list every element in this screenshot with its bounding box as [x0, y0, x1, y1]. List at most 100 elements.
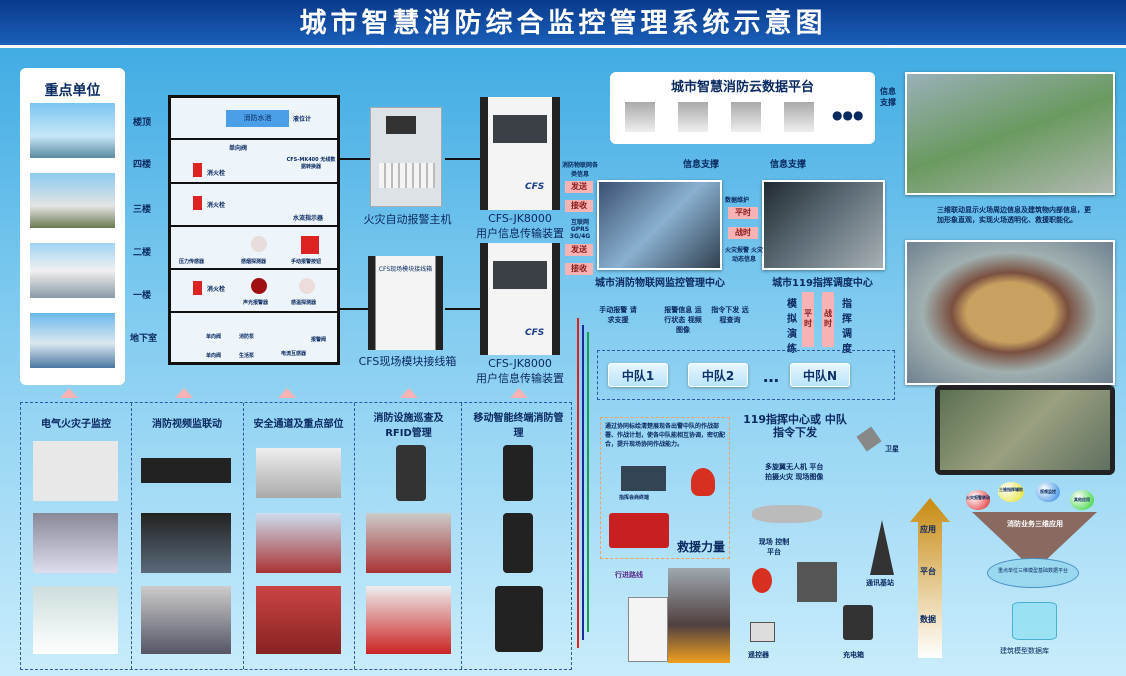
receive-arrow: 接收 [565, 263, 593, 275]
cloud-platform: 城市智慧消防云数据平台 ●●● [610, 72, 875, 144]
sphere-icon: 视频监控 [1036, 482, 1060, 502]
manual-button-icon [301, 236, 319, 254]
server-icon [625, 102, 655, 132]
brand-logo: CFS [525, 328, 545, 338]
squad-1[interactable]: 中队1 [608, 363, 668, 387]
subsystems-panel: 电气火灾子监控 消防视频监联动 安全通道及重点部位 消防设施巡查及RFID管理 … [20, 402, 572, 670]
alarm-host-label: 火灾自动报警主机 [363, 213, 452, 226]
fire-alarm-info-label: 火灾报警 火灾动态信息 [724, 247, 764, 263]
pressure-sensor-label: 压力传感器 [179, 259, 205, 265]
peacetime-arrow: 平时 [802, 292, 814, 347]
iot-info-label: 消防物联网各类信息 [562, 162, 599, 178]
hydrant-icon [193, 281, 202, 295]
route-label: 行进路线 [615, 571, 643, 579]
sphere-label: 视频监控 [1040, 489, 1056, 494]
check-valve-label: 单向阀 [229, 145, 248, 152]
wartime-arrow: 战时 [728, 227, 758, 239]
sphere-icon: 火灾报警联动 [966, 490, 990, 510]
monitor-center-photo [597, 180, 722, 270]
sphere-label: 其他应用 [1074, 497, 1090, 502]
info-support-label: 信息支撑 [770, 160, 807, 170]
cloud-title: 城市智慧消防云数据平台 [670, 80, 814, 95]
building-diagram: 楼顶 四楼 三楼 二楼 一楼 地下室 消防水池 液位计 单向阀 CFS-MK40… [130, 95, 340, 365]
sphere-label: 三维指挥辅助 [999, 487, 1023, 492]
remote-controller-icon [750, 622, 775, 642]
squad-ellipsis: … [763, 367, 779, 386]
subsystem-photo [33, 586, 118, 654]
wartime-arrow: 战时 [822, 292, 834, 347]
firefighter-icon [691, 468, 715, 496]
floor-label: 二楼 [133, 248, 152, 258]
jk8000-desc: 用户信息传输装置 [476, 372, 564, 385]
fire-pump-label: 消防泵 [239, 334, 255, 340]
subsystem-photo [141, 513, 231, 573]
manual-button-label: 手动报警按钮 [291, 259, 322, 265]
rfid-device [396, 445, 426, 501]
database-icon [1012, 602, 1057, 640]
flow-indicator-label: 水流指示器 [293, 215, 324, 222]
subsystem-photo [141, 586, 231, 654]
send-arrow: 发送 [565, 244, 593, 256]
key-units-panel: 重点单位 [20, 68, 125, 385]
jk8000-name: CFS-JK8000 [488, 212, 552, 225]
smoke-detector-label: 感烟探测器 [241, 259, 267, 265]
subsystem-safety-passage: 安全通道及重点部位 [253, 419, 344, 430]
subsystem-photo [33, 441, 118, 501]
receive-arrow: 接收 [565, 200, 593, 212]
rescue-box: 通过协同标绘清楚展现各出警中队的作战部署、作战计划，使各中队能相互协调，密切配合… [600, 417, 730, 559]
alarm-valve-label: 报警阀 [311, 337, 327, 343]
mk400-label: CFS-MK400 无线数据转换器 [286, 157, 336, 170]
command-label: 指令下发 远程查询 [711, 306, 749, 324]
db-label: 建筑模型数据库 [1000, 647, 1049, 655]
control-platform-icon [797, 562, 837, 602]
water-tank: 消防水池 [226, 110, 289, 127]
current-transformer-label: 电流互感器 [281, 351, 307, 357]
levels-arrow [910, 498, 950, 658]
squad-n[interactable]: 中队N [790, 363, 850, 387]
charger-label: 充电箱 [843, 651, 864, 659]
sphere-label: 火灾报警联动 [966, 495, 990, 500]
unit-photo [30, 313, 115, 368]
subsystem-video-linkage: 消防视频监联动 [152, 419, 222, 430]
satellite-label: 卫星 [885, 445, 899, 453]
floor-label: 四楼 [133, 160, 152, 170]
subsystem-photo [141, 458, 231, 483]
subsystem-rfid-patrol: 消防设施巡查及RFID管理 [373, 413, 444, 439]
smartphone-icon [503, 445, 533, 501]
rescue-title: 救援力量 [677, 540, 726, 554]
jk8000-desc: 用户信息传输装置 [476, 227, 564, 240]
map-tablet [935, 385, 1115, 475]
jk8000-device: CFS [480, 243, 560, 355]
hydrant-label: 消火栓 [207, 286, 226, 293]
heat-detector-label: 感温探测器 [291, 300, 317, 306]
fire-scene-photo [668, 568, 730, 663]
hydrant-label: 消火栓 [207, 202, 226, 209]
subsystem-photo [33, 513, 118, 573]
app-label: 消防业务三维应用 [1007, 520, 1063, 528]
monitor-center-label: 城市消防物联网监控管理中心 [595, 278, 725, 289]
jk8000-device: CFS [480, 97, 560, 210]
unit-photo [30, 173, 115, 228]
key-units-title: 重点单位 [44, 83, 101, 99]
squads-group: 中队1 中队2 … 中队N [597, 350, 895, 400]
field-device [628, 597, 668, 662]
info-support-label: 信息支撑 [683, 160, 720, 170]
send-arrow: 发送 [565, 181, 593, 193]
hydrant-icon [193, 196, 202, 210]
peacetime-arrow: 平时 [728, 207, 758, 219]
hydrant-label: 消火栓 [207, 170, 226, 177]
level-app: 应用 [920, 525, 936, 534]
platform-disc: 重点单位三维模型基础数据平台 [987, 558, 1079, 588]
page-title: 城市智慧消防综合监控管理系统示意图 [0, 0, 1126, 48]
domestic-pump-label: 生活泵 [239, 353, 255, 359]
sphere-icon: 三维指挥辅助 [998, 482, 1024, 502]
drill-label: 模拟演练 [787, 299, 797, 355]
3d-city-view [905, 72, 1115, 195]
3d-building-view [905, 240, 1115, 385]
subsystem-photo [256, 586, 341, 654]
charger-case-icon [843, 605, 873, 640]
level-platform: 平台 [920, 567, 936, 576]
tablet-icon [495, 586, 543, 652]
sound-light-alarm-icon [251, 278, 267, 294]
squad-2[interactable]: 中队2 [688, 363, 748, 387]
